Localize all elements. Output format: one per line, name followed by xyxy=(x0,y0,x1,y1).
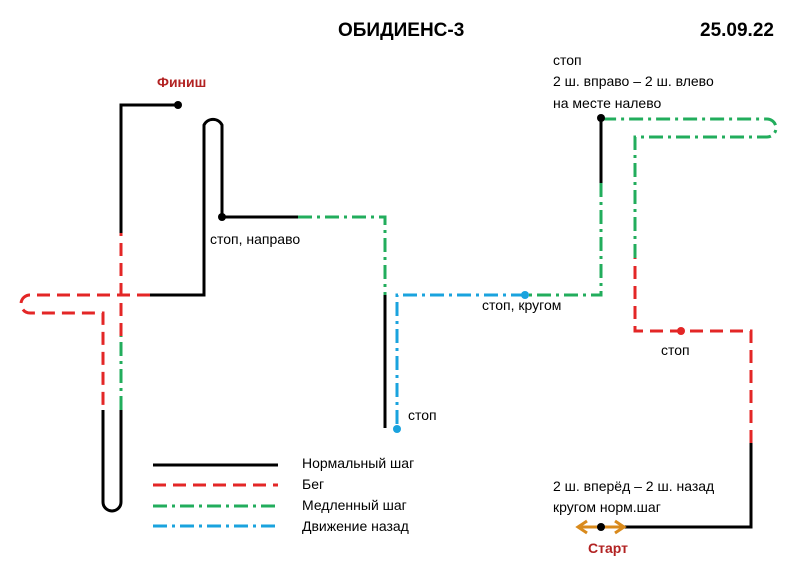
red-stop-label: стоп xyxy=(661,342,690,358)
path-slow-mid xyxy=(298,215,387,295)
legend-slow-label: Медленный шаг xyxy=(302,497,407,513)
path-normal-finish xyxy=(119,103,178,233)
start-note-line2: кругом норм.шаг xyxy=(553,499,661,515)
stop-right-label: стоп, направо xyxy=(210,231,301,247)
path-back xyxy=(395,293,525,428)
start-point xyxy=(597,523,605,531)
path-run-right xyxy=(633,258,753,443)
path-slow-up-vertical xyxy=(525,183,603,297)
legend-run-label: Бег xyxy=(302,476,325,492)
stop-right-point xyxy=(218,213,226,221)
top-right-note-line3: на месте налево xyxy=(553,95,662,111)
red-stop-point xyxy=(677,327,685,335)
run-segments xyxy=(19,233,753,443)
finish-label: Финиш xyxy=(157,74,207,90)
start-note-line1: 2 ш. вперёд – 2 ш. назад xyxy=(553,478,715,494)
back-stop-label: стоп xyxy=(408,407,437,423)
back-stop-point xyxy=(393,425,401,433)
path-run-left-loop xyxy=(19,293,150,410)
stop-turn-point xyxy=(521,291,529,299)
diagram-date: 25.09.22 xyxy=(700,20,774,41)
legend-normal-label: Нормальный шаг xyxy=(302,455,415,471)
top-right-note-line2: 2 ш. вправо – 2 ш. влево xyxy=(553,73,714,89)
diagram-title: ОБИДИЕНС-3 xyxy=(338,20,465,41)
top-right-note-line1: стоп xyxy=(553,52,582,68)
path-slow-upper-right xyxy=(601,117,778,258)
path-normal-start xyxy=(601,443,753,529)
backward-segments xyxy=(395,293,525,428)
path-normal-bottom-hairpin xyxy=(101,410,123,513)
start-label: Старт xyxy=(588,540,628,556)
path-normal-mid-hairpin xyxy=(150,117,224,297)
finish-point xyxy=(174,101,182,109)
top-right-stop-point xyxy=(597,114,605,122)
normal-walk-segments xyxy=(101,103,753,529)
legend-samples xyxy=(153,463,278,528)
stop-turn-label: стоп, кругом xyxy=(482,297,562,313)
slow-walk-segments xyxy=(119,117,778,410)
legend-back-label: Движение назад xyxy=(302,518,409,534)
